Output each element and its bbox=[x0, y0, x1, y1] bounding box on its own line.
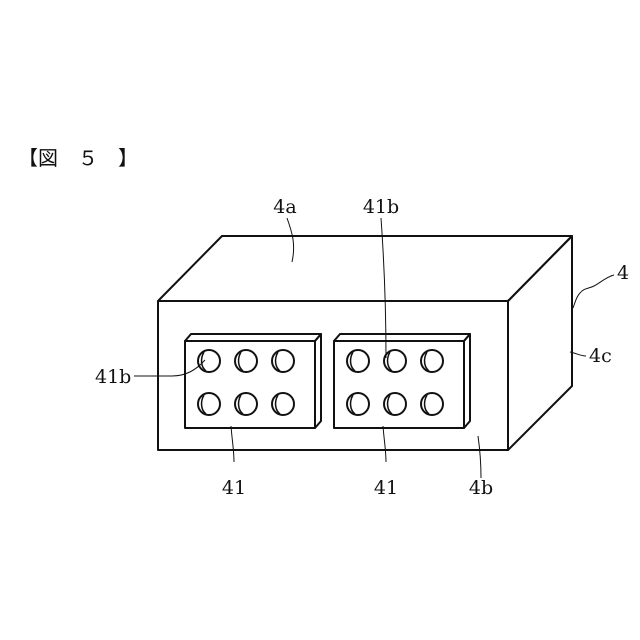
label-41b-left: 41b bbox=[95, 366, 131, 388]
hole-41b bbox=[384, 350, 406, 372]
plate-41-left bbox=[185, 334, 321, 428]
top-face-4a bbox=[158, 236, 572, 301]
label-4b: 4b bbox=[469, 477, 493, 499]
label-41b-upper: 41b bbox=[363, 196, 399, 218]
hole-41b bbox=[198, 350, 220, 372]
hole-41b bbox=[421, 350, 443, 372]
plate-left-top-bevel bbox=[185, 334, 321, 341]
label-41-right: 41 bbox=[374, 477, 398, 499]
hole-41b bbox=[272, 350, 294, 372]
leader-41-right bbox=[383, 426, 386, 462]
plate-left-holes bbox=[198, 350, 294, 415]
leader-41b-left bbox=[134, 360, 205, 376]
leader-4b bbox=[478, 436, 481, 478]
hole-41b bbox=[384, 393, 406, 415]
hole-41b bbox=[347, 393, 369, 415]
plate-41-right bbox=[334, 334, 470, 428]
hole-41b bbox=[198, 393, 220, 415]
hole-41b bbox=[421, 393, 443, 415]
leader-4a bbox=[287, 218, 294, 262]
figure-label: 【図 ５ 】 bbox=[18, 146, 138, 170]
hole-41b bbox=[235, 350, 257, 372]
side-face-4c bbox=[508, 236, 572, 450]
leader-41b-upper bbox=[381, 218, 386, 358]
hole-41b bbox=[347, 350, 369, 372]
label-4: 4 bbox=[617, 262, 629, 284]
hole-41b bbox=[235, 393, 257, 415]
plate-right-top-bevel bbox=[334, 334, 470, 341]
label-4a: 4a bbox=[273, 196, 296, 218]
label-4c: 4c bbox=[589, 345, 612, 367]
plate-right-holes bbox=[347, 350, 443, 415]
hole-41b bbox=[272, 393, 294, 415]
leader-4 bbox=[573, 275, 614, 308]
leader-41-left bbox=[231, 426, 234, 462]
label-41-left: 41 bbox=[222, 477, 246, 499]
block-4 bbox=[158, 236, 572, 450]
